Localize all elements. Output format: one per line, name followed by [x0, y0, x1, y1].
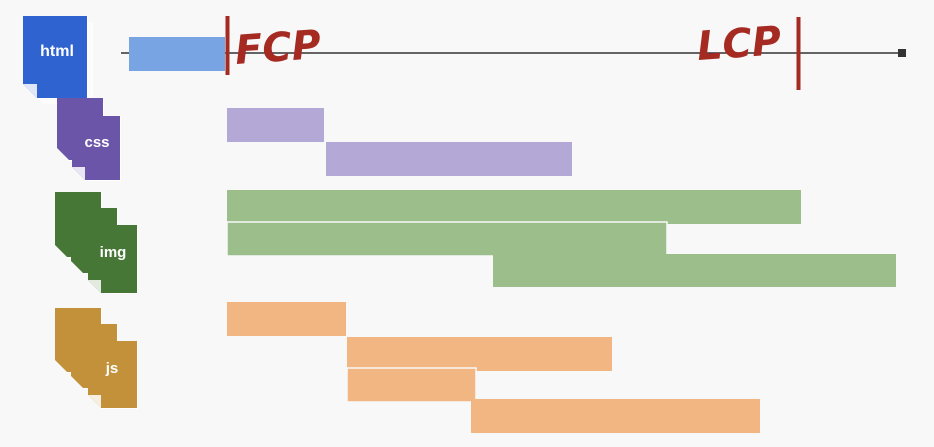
img-bar-2: [226, 221, 668, 257]
css-bar-2: [326, 142, 572, 176]
img-bar-3: [493, 254, 896, 287]
js-bar-3: [346, 367, 477, 403]
fcp-marker: FCP: [225, 16, 322, 75]
timeline-end-cap: [898, 49, 906, 57]
css-document-stack-icon: css: [57, 98, 121, 181]
js-document-stack-icon: js: [55, 308, 138, 409]
html-icon-label: html: [40, 43, 74, 60]
js-icon-label: js: [105, 360, 119, 377]
lcp-marker-label: LCP: [695, 18, 782, 70]
css-icon-label: css: [84, 134, 109, 151]
js-bar-1: [227, 302, 346, 336]
fcp-marker-label: FCP: [233, 22, 322, 74]
html-document-icon: html: [23, 16, 93, 104]
bars: [129, 37, 896, 433]
js-bar-2: [347, 337, 612, 371]
img-icon-label: img: [100, 244, 127, 261]
css-bar-1: [227, 108, 324, 142]
js-bar-4: [471, 399, 760, 433]
img-bar-1: [227, 190, 801, 224]
html-bar: [129, 37, 225, 71]
lcp-marker: LCP: [695, 17, 801, 90]
image-document-stack-icon: img: [55, 192, 138, 294]
